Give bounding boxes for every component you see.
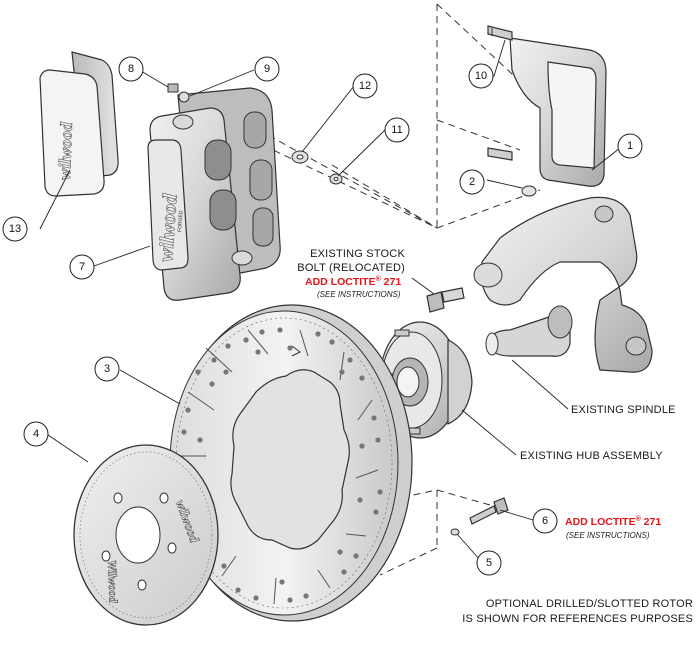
callout-1-number: 1 bbox=[627, 140, 633, 152]
callout-8-number: 8 bbox=[128, 63, 134, 75]
bleeder-screw bbox=[167, 83, 190, 103]
hat-bolt bbox=[469, 497, 509, 525]
note-line-1: OPTIONAL DRILLED/SLOTTED ROTOR bbox=[486, 598, 693, 610]
see-instructions-2: (SEE INSTRUCTIONS) bbox=[566, 531, 650, 540]
leader-lines bbox=[39, 39, 621, 561]
caliper-logo-text: wilwood bbox=[155, 192, 182, 262]
callout-5: 5 bbox=[476, 550, 502, 576]
callout-4: 4 bbox=[23, 421, 49, 447]
callout-8: 8 bbox=[118, 56, 144, 82]
caliper: wilwood FORGED bbox=[147, 87, 281, 301]
spindle bbox=[473, 196, 653, 373]
callout-10: 10 bbox=[468, 63, 494, 89]
callout-11-number: 11 bbox=[391, 124, 402, 136]
existing-hub-assembly-label: EXISTING HUB ASSEMBLY bbox=[520, 450, 663, 462]
callout-3-number: 3 bbox=[104, 363, 110, 375]
callout-6: 6 bbox=[532, 508, 558, 534]
callout-12-number: 12 bbox=[359, 80, 371, 92]
add-loctite-label-2: ADD LOCTITE® 271 bbox=[565, 515, 661, 528]
registered-mark-1: ® bbox=[376, 275, 382, 283]
rotor-hat: wilwood Wilwood bbox=[73, 444, 219, 626]
callout-7-number: 7 bbox=[79, 261, 85, 273]
callout-9-number: 9 bbox=[264, 63, 270, 75]
existing-spindle-label: EXISTING SPINDLE bbox=[571, 404, 676, 416]
hat-bolt-holes bbox=[101, 492, 177, 591]
existing-stock-bolt-label: EXISTING STOCK BOLT (RELOCATED) ADD LOCT… bbox=[297, 248, 405, 299]
caliper-bracket bbox=[487, 25, 607, 187]
existing-stock-bolt-line1: EXISTING STOCK bbox=[310, 248, 405, 260]
callout-7: 7 bbox=[69, 254, 95, 280]
caliper-pistons bbox=[204, 111, 274, 247]
brake-rotor bbox=[169, 304, 413, 622]
callout-4-number: 4 bbox=[33, 428, 39, 440]
pad-logo-text: wilwood bbox=[55, 121, 76, 180]
callout-5-number: 5 bbox=[486, 557, 492, 569]
bracket-washer bbox=[521, 185, 537, 197]
shim-washers bbox=[291, 150, 343, 185]
assembly-guide-lines bbox=[194, 3, 541, 576]
callout-6-number: 6 bbox=[542, 515, 548, 527]
callout-1: 1 bbox=[617, 133, 643, 159]
callout-9: 9 bbox=[254, 56, 280, 82]
callout-13: 13 bbox=[2, 216, 28, 242]
note-line-2: IS SHOWN FOR REFERENCES PURPOSES bbox=[462, 613, 693, 625]
brake-pad: wilwood bbox=[39, 51, 119, 197]
rotor-note: OPTIONAL DRILLED/SLOTTED ROTOR IS SHOWN … bbox=[462, 598, 693, 625]
hat-brand-text: Wilwood bbox=[105, 560, 121, 604]
existing-stock-bolt-line2: BOLT (RELOCATED) bbox=[297, 262, 405, 274]
hat-bolt-washer bbox=[450, 528, 460, 536]
callout-3: 3 bbox=[94, 356, 120, 382]
callout-11: 11 bbox=[384, 117, 410, 143]
loctite-number-2: 271 bbox=[641, 516, 662, 528]
caliper-small-text: FORGED bbox=[177, 210, 185, 232]
registered-mark-2: ® bbox=[636, 515, 642, 523]
existing-stock-bolt bbox=[426, 287, 465, 313]
see-instructions-1: (SEE INSTRUCTIONS) bbox=[317, 290, 401, 299]
add-loctite-label-1: ADD LOCTITE® 271 bbox=[305, 275, 401, 288]
add-loctite-text-1: ADD LOCTITE bbox=[305, 276, 376, 288]
callout-2: 2 bbox=[459, 169, 485, 195]
callout-12: 12 bbox=[352, 73, 378, 99]
rotor-inner-opening bbox=[230, 369, 350, 550]
add-loctite-text-2: ADD LOCTITE bbox=[565, 516, 636, 528]
callout-10-number: 10 bbox=[475, 70, 487, 82]
callout-2-number: 2 bbox=[469, 176, 475, 188]
hat-bolt-loctite-label: ADD LOCTITE® 271 (SEE INSTRUCTIONS) bbox=[565, 515, 661, 540]
loctite-number-1: 271 bbox=[381, 276, 402, 288]
callout-13-number: 13 bbox=[9, 223, 21, 235]
